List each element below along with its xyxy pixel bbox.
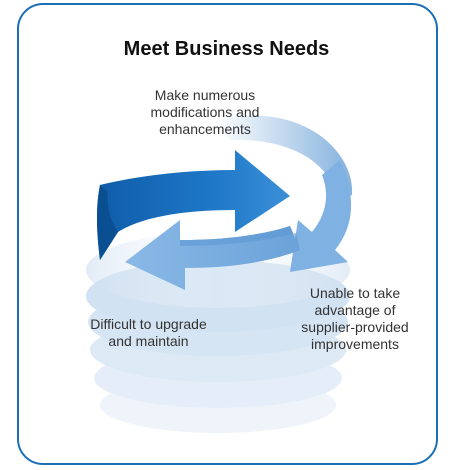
label-top-line: Make numerous: [154, 87, 256, 103]
label-right-line: Unable to take: [309, 285, 401, 301]
label-right-line: supplier-provided: [301, 319, 409, 335]
label-right: Unable to take advantage of supplier-pro…: [290, 285, 420, 353]
light-arrow-edge: [180, 226, 300, 250]
label-right-line: improvements: [311, 336, 399, 352]
right-down-arrow: [290, 160, 352, 272]
label-right-line: advantage of: [314, 302, 396, 318]
label-left-line: Difficult to upgrade: [90, 316, 207, 332]
diagram-title: Meet Business Needs: [123, 38, 330, 60]
dark-arrow-inner: [97, 185, 118, 260]
dark-arrow: [97, 150, 290, 260]
label-left: Difficult to upgrade and maintain: [66, 316, 231, 350]
top-arc: [215, 115, 353, 200]
label-top-line: modifications and: [150, 104, 260, 120]
label-left-line: and maintain: [108, 333, 189, 349]
label-top-line: enhancements: [159, 121, 251, 137]
label-top: Make numerous modifications and enhancem…: [130, 87, 280, 138]
